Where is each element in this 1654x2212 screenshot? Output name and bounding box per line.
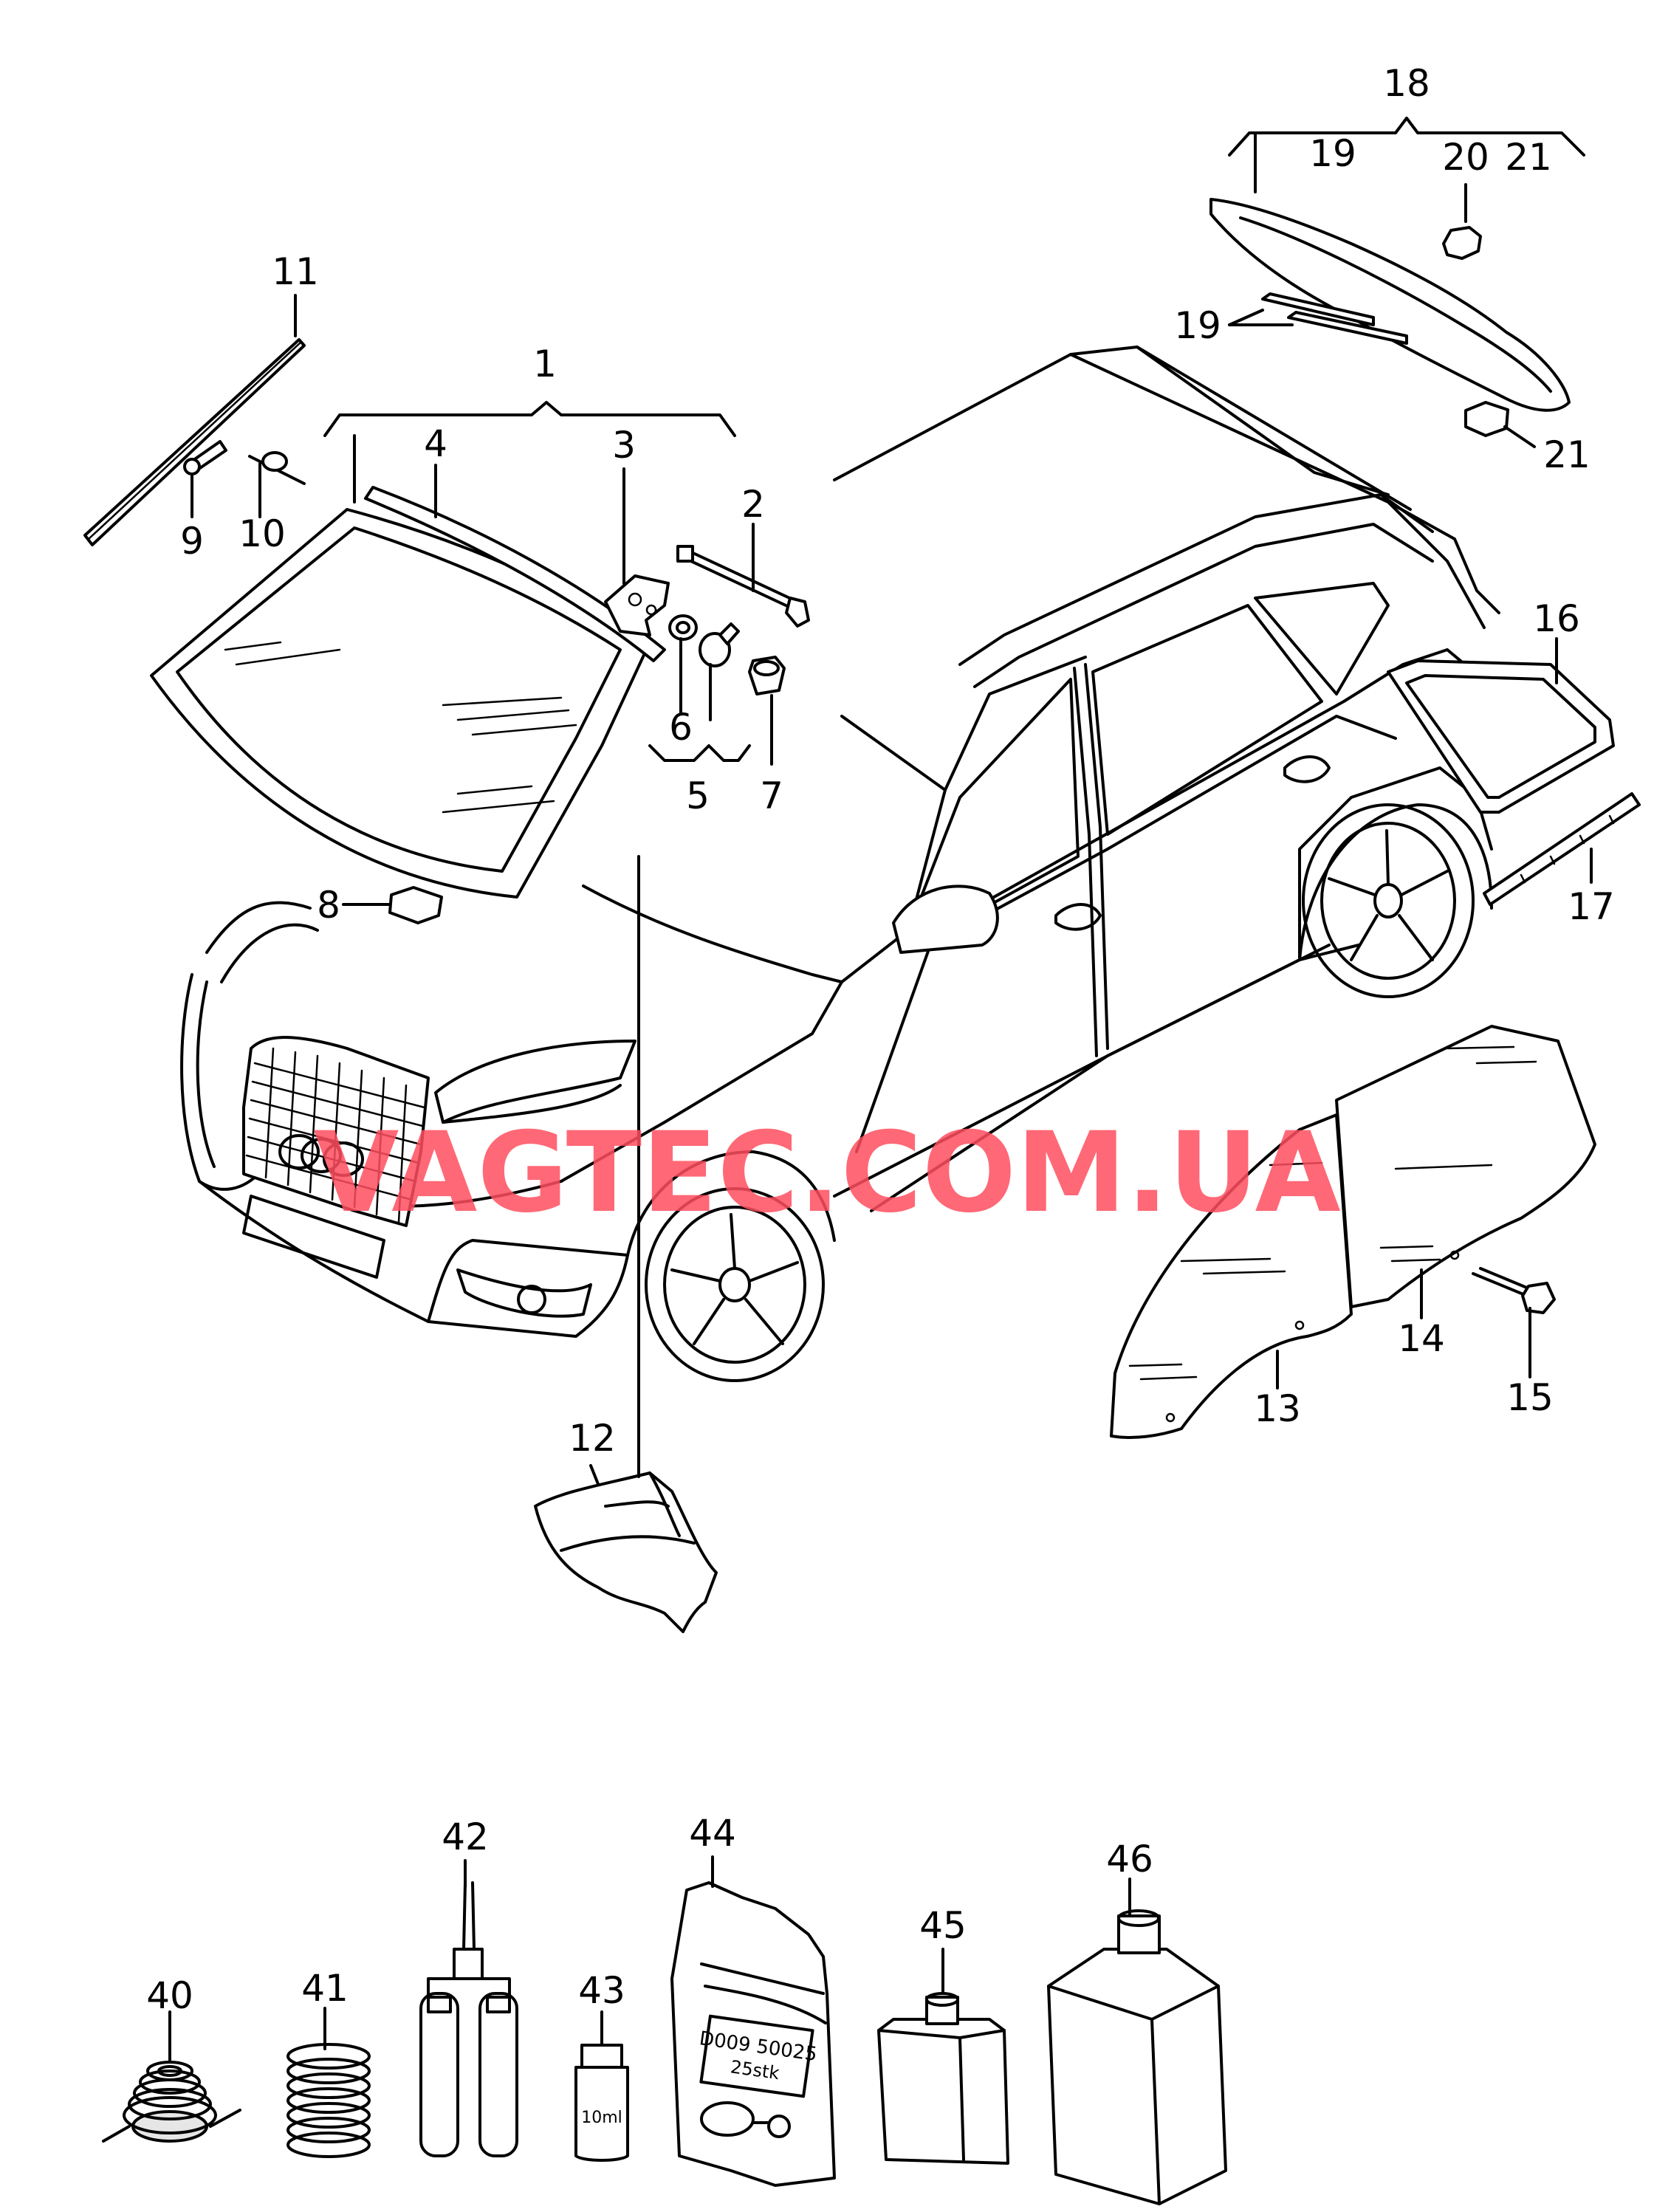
pad-part-rear: [1464, 401, 1509, 437]
vial-label: 10ml: [581, 2109, 622, 2127]
callout-21: 21: [1543, 433, 1590, 476]
vial-part: 10ml: [574, 2044, 629, 2162]
large-bottle-part: [1047, 1909, 1227, 2205]
callout-7: 7: [760, 774, 783, 817]
callout-9: 9: [180, 520, 204, 563]
leader-lines: [168, 117, 1593, 2061]
callout-8: 8: [317, 884, 340, 927]
cord-spiral-part: [286, 2043, 371, 2158]
callout-16: 16: [1533, 597, 1580, 640]
bolt-part: [1472, 1267, 1556, 1314]
callout-19-top: 19: [1309, 132, 1356, 175]
trim-strip-part: [83, 338, 306, 546]
windshield-part: [150, 508, 651, 899]
callout-42: 42: [442, 1816, 489, 1858]
front-door-glass-part: [1110, 1113, 1353, 1439]
quarter-trim-part: [1483, 792, 1641, 906]
callout-14: 14: [1398, 1317, 1445, 1360]
callout-19: 19: [1174, 304, 1221, 347]
ring-part: [668, 614, 698, 641]
callout-15: 15: [1506, 1376, 1554, 1419]
callout-13: 13: [1254, 1387, 1301, 1430]
callout-40: 40: [146, 1974, 193, 2017]
callout-4: 4: [424, 422, 447, 465]
callout-43: 43: [578, 1969, 625, 2012]
callout-11: 11: [272, 250, 319, 293]
clip-part: [699, 622, 740, 667]
callout-21-top: 21: [1505, 136, 1552, 179]
cord-coil-part: [102, 2061, 241, 2143]
callout-5: 5: [686, 774, 710, 817]
callout-10: 10: [239, 512, 286, 555]
windshield-seal-part: [364, 486, 666, 662]
callout-12: 12: [569, 1417, 616, 1460]
callout-46: 46: [1106, 1838, 1153, 1880]
rear-door-glass-part: [1335, 1025, 1596, 1308]
callout-45: 45: [919, 1904, 967, 1947]
callout-1: 1: [533, 343, 557, 385]
callout-44: 44: [689, 1812, 736, 1855]
rivet-part: [248, 451, 306, 485]
callout-41: 41: [301, 1967, 349, 2010]
rear-window-part: [1209, 198, 1571, 412]
cable-part: [676, 545, 810, 628]
sensor-bracket-part: [604, 574, 670, 636]
callout-3: 3: [612, 424, 636, 467]
cap-part: [748, 656, 786, 695]
small-bottle-part: [877, 1992, 1009, 2165]
nut-part: [1442, 226, 1482, 260]
callout-20: 20: [1442, 136, 1489, 179]
callout-2: 2: [741, 483, 765, 526]
callout-6: 6: [669, 706, 693, 749]
callout-labels: 1 2 3 4 5 6 7 8 9 10 11 12 13 14 15 16 1…: [146, 62, 1615, 2017]
cover-part: [534, 1471, 718, 1633]
cleaning-bag-part: D009 50025 25stk: [670, 1881, 836, 2187]
quarter-window-part: [1387, 659, 1615, 814]
callout-17: 17: [1568, 885, 1615, 928]
twin-cartridge-part: [419, 1881, 518, 2157]
callout-18: 18: [1383, 62, 1430, 105]
wiper-strip-parts: [1261, 292, 1408, 345]
trim-clip-part: [183, 440, 227, 475]
pad-part-front: [388, 886, 443, 924]
watermark: VAGTEC.COM.UA: [313, 1109, 1340, 1237]
